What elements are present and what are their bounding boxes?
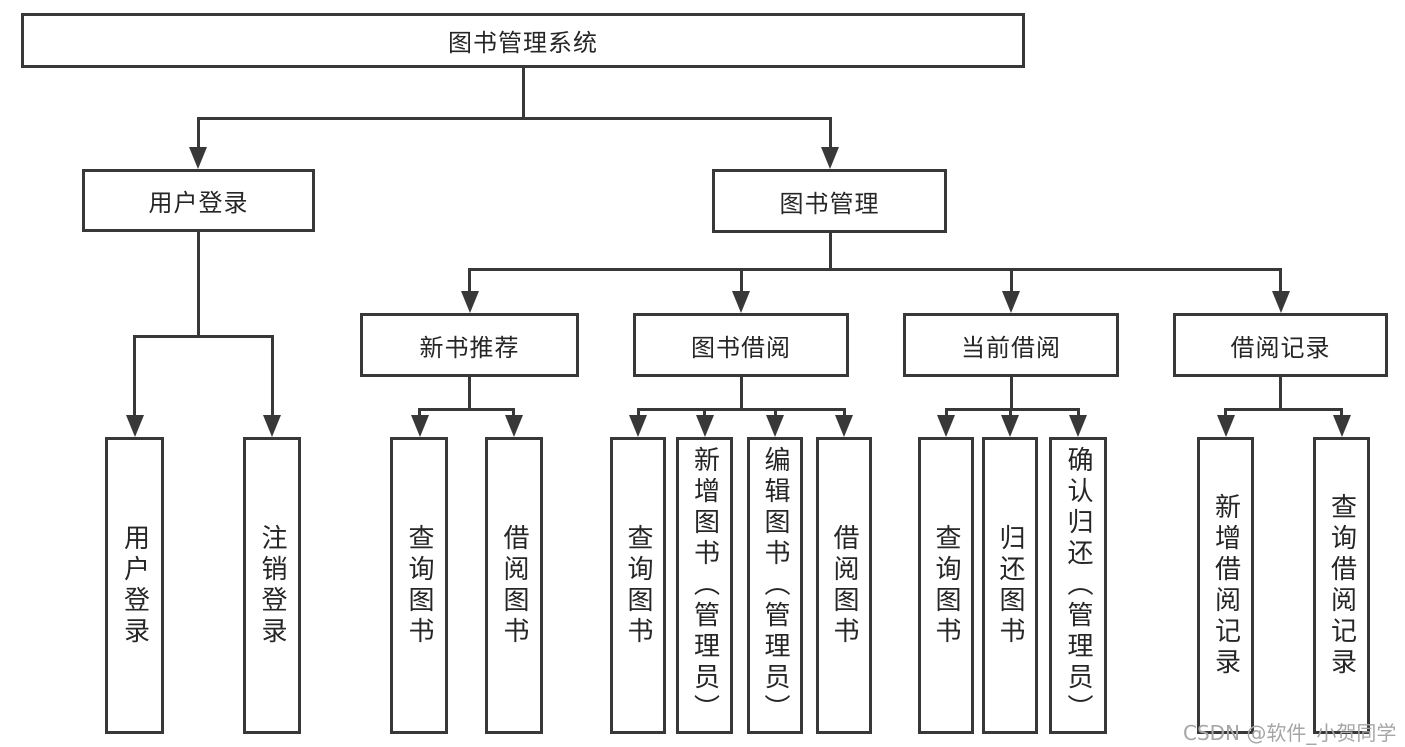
arrow-down-icon [410,415,429,437]
arrow-down-icon [125,415,144,437]
arrow-down-icon [1332,415,1351,437]
arrow-down-icon [732,291,750,313]
leaf-query-book-borrow: 查询图书 [610,437,666,734]
connector-book-mgmt-trunk [828,232,832,271]
connector-drop-leaf [842,408,846,418]
leaf-add-borrow-record-label: 新增借阅记录 [1210,492,1241,679]
arrow-down-icon [629,415,647,437]
csdn-watermark: CSDN @软件_小贺同学 [1183,721,1397,745]
connector-user-login-trunk [196,232,200,338]
arrow-down-icon [766,415,784,437]
node-book-borrow: 图书借阅 [633,313,849,377]
connector-root-trunk [521,68,525,120]
leaf-query-book-current: 查询图书 [918,437,974,734]
connector-drop-leaf [1340,408,1343,418]
arrow-down-icon [1002,291,1020,313]
node-user-login: 用户登录 [82,169,315,232]
node-root: 图书管理系统 [21,13,1025,68]
leaf-edit-book-admin-label: 编辑图书（管理员） [760,446,790,725]
connector-borrow-records-trunk [1279,377,1282,411]
connector-drop-leaf [270,335,274,417]
connector-drop-borrow-records [1279,268,1282,294]
leaf-user-login: 用户登录 [105,437,164,734]
connector-level2-rail [196,117,832,120]
arrow-down-icon [1001,415,1019,437]
arrow-down-icon [460,291,479,313]
connector-drop-leaf [133,335,136,417]
leaf-borrow-book-recommend-label: 借阅图书 [499,523,529,648]
leaf-add-book-admin: 新增图书（管理员） [676,437,733,734]
connector-leaf-rail [636,408,846,411]
connector-drop-leaf [418,408,421,418]
leaf-query-borrow-record-label: 查询借阅记录 [1326,492,1357,679]
leaf-query-book-recommend-label: 查询图书 [404,523,434,648]
node-new-book-rec: 新书推荐 [360,313,579,377]
connector-drop-leaf [1076,408,1080,418]
connector-drop-user-login [196,117,200,150]
arrow-down-icon [937,415,955,437]
connector-level3-rail [468,268,1282,271]
connector-user-login-rail [133,335,274,338]
node-book-mgmt: 图书管理 [712,169,947,233]
leaf-user-login-label: 用户登录 [119,523,150,648]
node-current-borrow: 当前借阅 [903,313,1119,377]
arrow-down-icon [1216,415,1235,437]
leaf-borrow-book-label: 借阅图书 [829,523,859,648]
leaf-confirm-return-admin: 确认归还（管理员） [1049,437,1107,734]
node-book-mgmt-label: 图书管理 [779,189,880,218]
connector-leaf-rail [418,408,515,411]
leaf-return-book-label: 归还图书 [995,523,1025,648]
connector-drop-leaf [773,408,777,418]
leaf-borrow-book-recommend: 借阅图书 [485,437,543,734]
arrow-down-icon [1271,291,1290,313]
connector-drop-leaf [1008,408,1012,418]
node-borrow-records-label: 借阅记录 [1230,333,1331,362]
node-root-label: 图书管理系统 [448,29,598,57]
connector-drop-leaf [944,408,948,418]
node-user-login-label: 用户登录 [148,189,249,217]
leaf-logout: 注销登录 [243,437,301,734]
arrow-down-icon [189,147,207,169]
leaf-logout-label: 注销登录 [257,523,287,648]
connector-leaf-rail [944,408,1080,411]
connector-drop-current-borrow [1009,268,1013,294]
arrow-down-icon [821,147,839,169]
connector-book-borrow-trunk [739,377,743,411]
connector-current-borrow-trunk [1009,377,1013,411]
leaf-confirm-return-admin-label: 确认归还（管理员） [1063,446,1093,725]
node-new-book-rec-label: 新书推荐 [419,333,520,362]
connector-drop-new-book-rec [468,268,471,294]
node-current-borrow-label: 当前借阅 [961,333,1061,362]
connector-drop-book-borrow [739,268,743,294]
connector-drop-leaf [703,408,706,418]
leaf-query-book-current-label: 查询图书 [931,523,961,648]
connector-leaf-rail [1224,408,1343,411]
leaf-query-borrow-record: 查询借阅记录 [1313,437,1370,734]
leaf-borrow-book: 借阅图书 [816,437,872,734]
connector-drop-leaf [512,408,515,418]
leaf-add-borrow-record: 新增借阅记录 [1197,437,1254,734]
arrow-down-icon [504,415,523,437]
connector-drop-leaf [1224,408,1227,418]
arrow-down-icon [695,415,714,437]
connector-drop-leaf [636,408,640,418]
leaf-edit-book-admin: 编辑图书（管理员） [747,437,803,734]
node-borrow-records: 借阅记录 [1173,313,1388,377]
leaf-query-book-borrow-label: 查询图书 [623,523,653,648]
node-book-borrow-label: 图书借阅 [691,333,791,362]
leaf-query-book-recommend: 查询图书 [390,437,448,734]
connector-new-book-rec-trunk [468,377,471,411]
arrow-down-icon [263,415,281,437]
arrow-down-icon [1069,415,1087,437]
connector-drop-book-mgmt [828,117,832,150]
arrow-down-icon [835,415,853,437]
leaf-add-book-admin-label: 新增图书（管理员） [689,446,720,725]
leaf-return-book: 归还图书 [982,437,1038,734]
